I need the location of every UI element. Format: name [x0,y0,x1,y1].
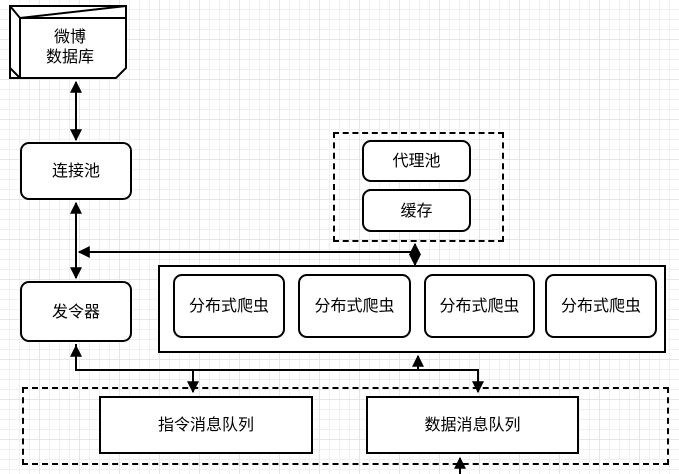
node-dispatcher: 发令器 [20,281,132,342]
node-proxy-pool: 代理池 [362,140,471,182]
node-crawler-4: 分布式爬虫 [545,274,657,338]
node-crawler-1: 分布式爬虫 [173,274,285,338]
node-weibo-database: 微博 数据库 [45,27,94,66]
node-cache: 缓存 [362,189,471,232]
node-crawler-2: 分布式爬虫 [298,274,411,338]
node-crawler-3: 分布式爬虫 [424,274,535,338]
node-command-queue: 指令消息队列 [99,396,313,454]
message-queue-group [22,387,669,465]
database-cube-icon [9,5,127,79]
proxy-cache-group [333,132,504,242]
node-connection-pool: 连接池 [20,142,132,200]
node-data-queue: 数据消息队列 [366,396,579,454]
